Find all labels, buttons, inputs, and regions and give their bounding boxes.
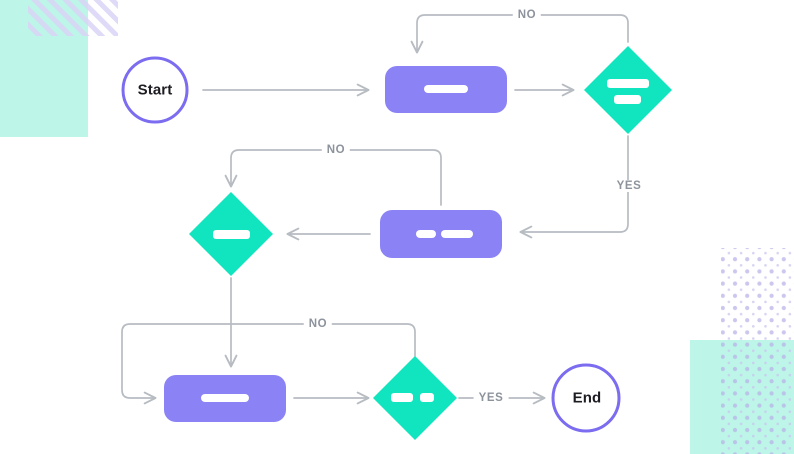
- process-node-1-bar: [424, 85, 468, 93]
- edge-label-yes-2: YES: [473, 392, 509, 404]
- start-node-label: Start: [137, 81, 173, 99]
- process-node-1[interactable]: [385, 66, 507, 113]
- process-node-3[interactable]: [164, 375, 286, 422]
- top-left-hatch-block: [28, 0, 118, 36]
- decision-node-1-bar-bottom: [614, 95, 641, 104]
- decision-node-3-bar-right: [420, 393, 434, 402]
- edge-label-no-3: NO: [303, 318, 333, 330]
- process-node-2[interactable]: [380, 210, 502, 258]
- bottom-right-dot-grid: [721, 248, 794, 454]
- process-node-2-bar-right: [441, 230, 473, 238]
- end-node-label: End: [572, 389, 602, 407]
- decision-node-1-bar-top: [607, 79, 649, 88]
- decision-node-2-bar: [213, 230, 250, 239]
- decision-node-2[interactable]: [189, 192, 273, 276]
- decision-node-3-bar-left: [391, 393, 413, 402]
- edge-label-no-1: NO: [512, 9, 542, 21]
- edge-label-yes-1: YES: [611, 180, 647, 192]
- edge-label-no-2: NO: [321, 144, 351, 156]
- process-node-2-bar-left: [416, 230, 436, 238]
- decision-node-3[interactable]: [373, 356, 457, 440]
- edge-decision-1-yes: [519, 135, 629, 239]
- end-node[interactable]: [551, 363, 621, 433]
- decision-node-1[interactable]: [584, 46, 672, 134]
- edge-decision-3-no-loop: [121, 323, 416, 405]
- process-node-3-bar: [201, 394, 249, 402]
- start-node[interactable]: [121, 56, 189, 124]
